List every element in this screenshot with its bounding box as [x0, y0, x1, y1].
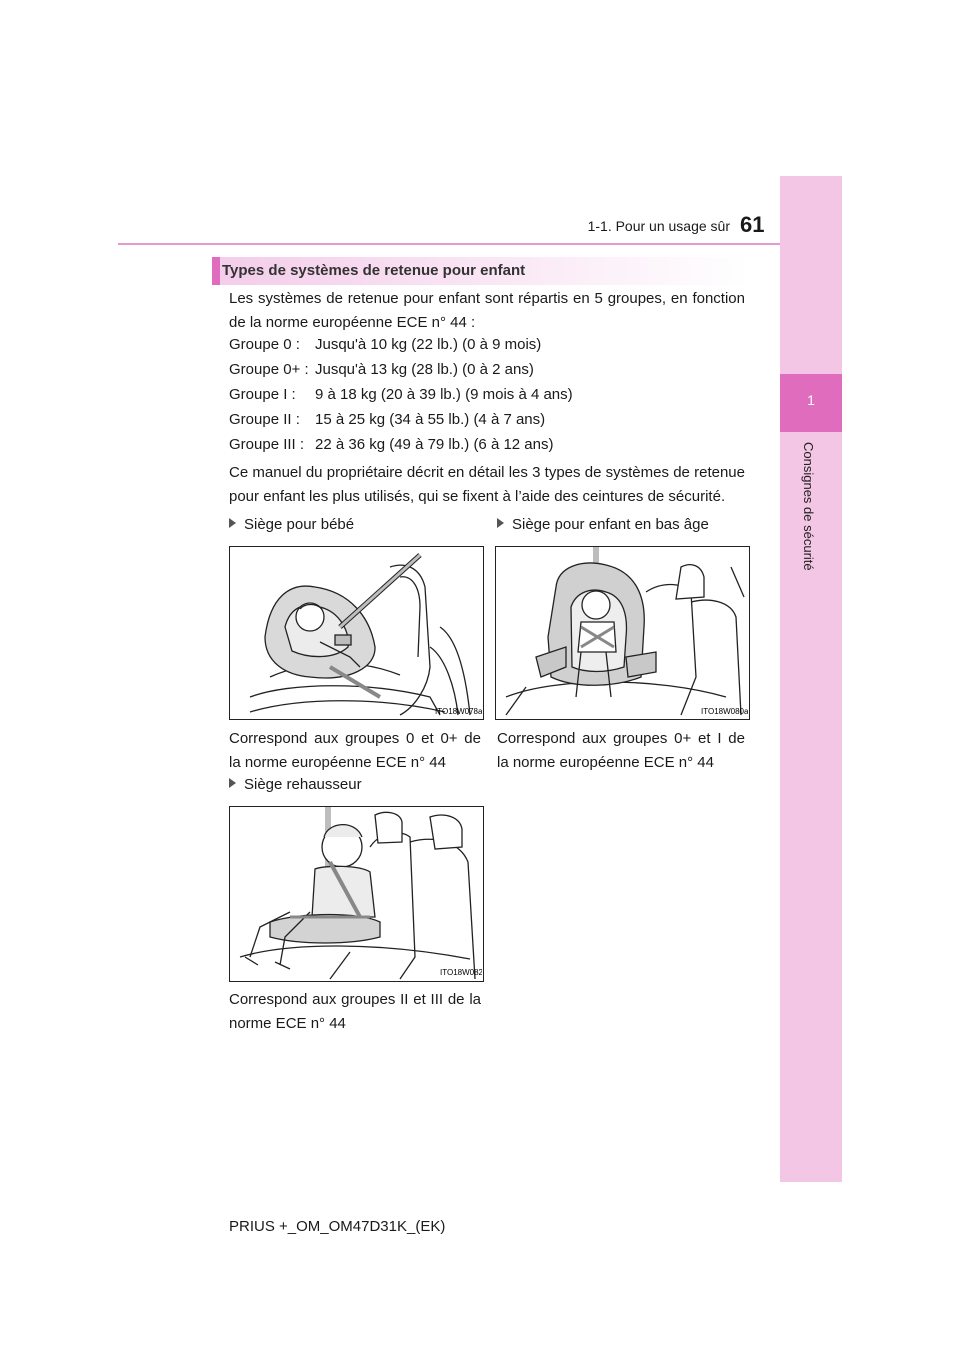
figure-code: ITO18W082	[440, 968, 482, 977]
seat-title-toddler: Siège pour enfant en bas âge	[497, 516, 709, 533]
group-value: 15 à 25 kg (34 à 55 lb.) (4 à 7 ans)	[315, 411, 546, 428]
description-paragraph: Ce manuel du propriétaire décrit en déta…	[229, 464, 745, 505]
seat-caption-toddler: Correspond aux groupes 0+ et I de la nor…	[497, 730, 745, 771]
page-number: 61	[740, 212, 765, 237]
infant-seat-illustration: ITO18W078a	[229, 546, 484, 720]
seat-title-text: Siège pour enfant en bas âge	[512, 516, 709, 533]
group-value: 22 à 36 kg (49 à 79 lb.) (6 à 12 ans)	[315, 436, 554, 453]
seat-title-text: Siège rehausseur	[244, 776, 362, 793]
group-label: Groupe II :	[229, 411, 300, 428]
booster-seat-drawing: ITO18W082	[239, 807, 483, 980]
group-value: Jusqu'à 13 kg (28 lb.) (0 à 2 ans)	[315, 361, 534, 378]
group-label: Groupe I :	[229, 386, 296, 403]
intro-paragraph: Les systèmes de retenue pour enfant sont…	[229, 290, 745, 331]
seat-title-infant: Siège pour bébé	[229, 516, 354, 533]
section-heading-bar	[212, 257, 749, 285]
section-title: 1-1. Pour un usage sûr	[587, 218, 730, 234]
group-value: Jusqu'à 10 kg (22 lb.) (0 à 9 mois)	[315, 336, 542, 353]
seat-title-text: Siège pour bébé	[244, 516, 355, 533]
booster-seat-illustration: ITO18W082	[229, 806, 484, 982]
group-label: Groupe III :	[229, 436, 305, 453]
header-rule	[118, 243, 780, 245]
seat-caption-booster: Correspond aux groupes II et III de la n…	[229, 991, 481, 1032]
group-value: 9 à 18 kg (20 à 39 lb.) (9 mois à 4 ans)	[315, 386, 573, 403]
seat-title-booster: Siège rehausseur	[229, 776, 362, 793]
group-label: Groupe 0+ :	[229, 361, 309, 378]
chapter-title: Consignes de sécurité	[801, 442, 816, 571]
infant-seat-drawing: ITO18W078a	[249, 553, 483, 716]
section-heading: Types de systèmes de retenue pour enfant	[222, 262, 526, 279]
toddler-seat-drawing: ITO18W080a	[505, 547, 749, 716]
figure-code: ITO18W078a	[435, 707, 482, 716]
side-tab-strip	[780, 176, 842, 1182]
toddler-seat-illustration: ITO18W080a	[495, 546, 750, 720]
side-tab-active-marker	[780, 374, 842, 432]
document-footer: PRIUS +_OM_OM47D31K_(EK)	[229, 1218, 446, 1235]
seat-caption-infant: Correspond aux groupes 0 et 0+ de la nor…	[229, 730, 481, 771]
triangle-bullet-icon	[229, 518, 236, 528]
group-label: Groupe 0 :	[229, 336, 300, 353]
figure-code: ITO18W080a	[701, 707, 748, 716]
chapter-number: 1	[807, 392, 815, 408]
triangle-bullet-icon	[229, 778, 236, 788]
triangle-bullet-icon	[497, 518, 504, 528]
